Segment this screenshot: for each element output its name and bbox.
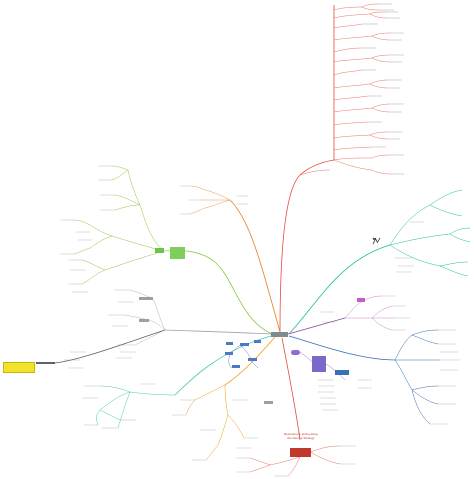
branch-gray-left[interactable]	[164, 329, 272, 335]
green-branch-node[interactable]	[155, 248, 164, 253]
gray-node-2[interactable]	[139, 319, 149, 322]
branch-orange-upper[interactable]	[229, 199, 281, 333]
branch-red-main[interactable]	[279, 159, 335, 334]
blue-node-1[interactable]	[226, 342, 233, 345]
purple-note-node[interactable]	[312, 356, 326, 372]
branch-blue-main[interactable]	[288, 335, 396, 361]
gray-node-3[interactable]	[264, 401, 273, 404]
blue-node-4[interactable]	[248, 358, 257, 361]
blue-node-6[interactable]	[254, 340, 261, 343]
red-branch-title: Recruitment, Hiring along the Service St…	[284, 432, 318, 440]
gray-node-1[interactable]	[139, 297, 153, 300]
green-note-node[interactable]	[170, 247, 185, 259]
purple-branch-node[interactable]	[291, 350, 300, 355]
blue-node-3[interactable]	[225, 352, 233, 355]
branch-purple-main[interactable]	[287, 317, 346, 335]
red-note-node[interactable]	[290, 448, 311, 457]
blue-label-node[interactable]	[335, 370, 349, 375]
sketch-icon	[372, 237, 381, 245]
blue-node-2[interactable]	[240, 343, 249, 346]
blue-node-5[interactable]	[232, 365, 240, 368]
branch-teal-main[interactable]	[288, 244, 391, 335]
branch-green-main[interactable]	[163, 250, 273, 335]
branch-orange-main[interactable]	[224, 336, 276, 386]
branch-gray-far-left[interactable]	[54, 329, 166, 364]
dark-node-left[interactable]	[36, 362, 55, 364]
pink-branch-node[interactable]	[357, 298, 365, 302]
central-topic[interactable]	[271, 332, 288, 337]
branch-red-low[interactable]	[281, 337, 301, 441]
yellow-note-node[interactable]	[3, 362, 35, 373]
